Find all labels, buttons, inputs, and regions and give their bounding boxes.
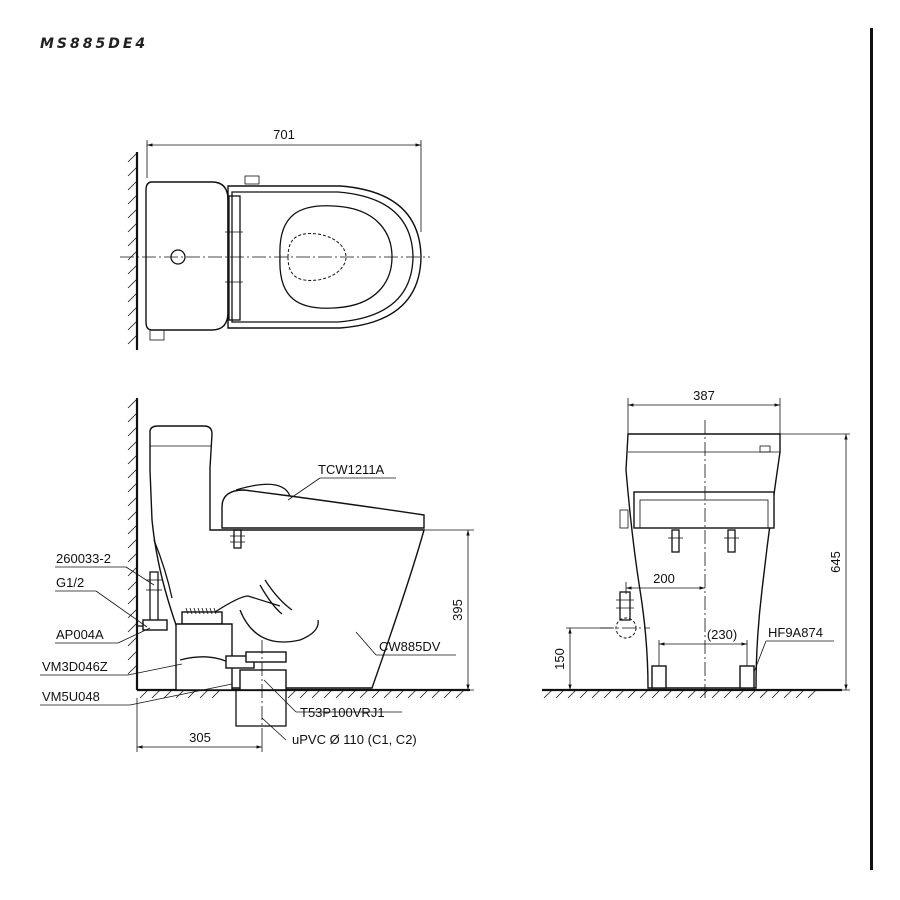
dim-supply-offset: 200 xyxy=(653,571,675,586)
dim-rough-in: 305 xyxy=(189,730,211,745)
floor-hatch-front xyxy=(543,689,817,699)
label-drain-adapter: T53P100VRJ1 xyxy=(300,705,385,720)
page-border-line xyxy=(870,28,873,870)
label-supply-part: AP004A xyxy=(56,627,104,642)
dim-front-height: 645 xyxy=(828,551,843,573)
dim-supply-height: 150 xyxy=(552,648,567,670)
label-thread: G1/2 xyxy=(56,575,84,590)
front-view: 387 645 200 150 (230) xyxy=(542,388,850,700)
label-drain-pipe: uPVC Ø 110 (C1, C2) xyxy=(292,732,417,747)
label-bowl: CW885DV xyxy=(379,639,441,654)
dim-seat-height: 395 xyxy=(450,599,465,621)
top-view: 701 xyxy=(120,127,430,350)
label-flush-valve: VM3D046Z xyxy=(42,659,108,674)
label-base-part: VM5U048 xyxy=(42,689,100,704)
valve-spring xyxy=(185,607,217,615)
floor-hatch-side xyxy=(139,689,465,699)
dim-top-width: 701 xyxy=(273,127,295,142)
dim-foot-spacing: (230) xyxy=(707,627,737,642)
label-valve-part: 260033-2 xyxy=(56,551,111,566)
side-view: 395 305 xyxy=(40,398,474,752)
model-code: MS885DE4 xyxy=(40,36,149,52)
wall-hatch-side xyxy=(127,398,138,675)
label-seat: TCW1211A xyxy=(318,462,385,477)
wall-hatch-top xyxy=(127,152,138,345)
dim-front-width: 387 xyxy=(693,388,715,403)
label-bolt-part: HF9A874 xyxy=(768,625,823,640)
